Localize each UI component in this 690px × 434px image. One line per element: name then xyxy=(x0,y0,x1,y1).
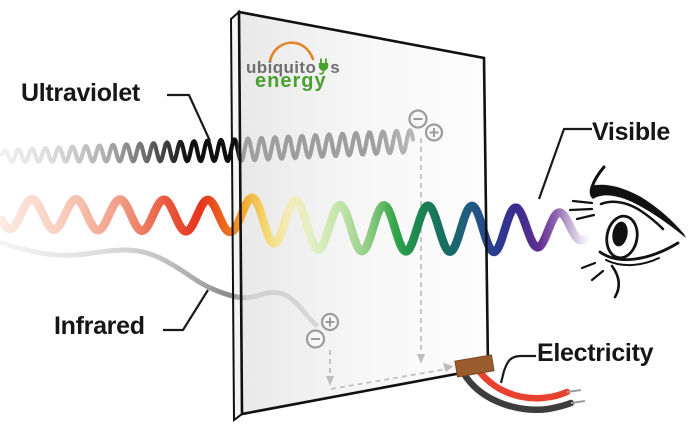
eye-lower-lid-inner xyxy=(605,257,660,266)
plus-charge-icon xyxy=(424,123,444,142)
eye-cheek-line xyxy=(610,264,621,299)
label-ultraviolet: Ultraviolet xyxy=(21,79,140,107)
eye-icon xyxy=(568,165,686,299)
minus-charge-icon xyxy=(305,329,326,349)
eye-lower-lid xyxy=(598,241,680,262)
visible-connector xyxy=(537,127,592,200)
label-visible: Visible xyxy=(592,118,671,146)
electricity-output xyxy=(454,354,586,413)
brand-name-energy: energy xyxy=(255,70,327,92)
ultraviolet-connector xyxy=(167,93,212,142)
brand-name-prefix: ubiquito xyxy=(246,58,317,77)
charge-symbols xyxy=(305,109,444,349)
eye-lower-lash xyxy=(580,261,597,270)
label-connectors xyxy=(163,93,592,384)
label-infrared: Infrared xyxy=(54,312,145,340)
red-wire xyxy=(473,364,571,402)
eye-lower-lash xyxy=(590,269,605,282)
brand-name: ubiquito s xyxy=(246,58,340,76)
electricity-connector xyxy=(499,354,536,384)
plus-charge-icon xyxy=(320,312,340,332)
flow-arrowhead-right-icon xyxy=(443,362,454,372)
panel-front-face xyxy=(239,12,488,414)
plug-icon xyxy=(319,58,329,75)
eye-upper-lid xyxy=(589,184,686,238)
electron-flow-lines xyxy=(329,138,445,390)
eye-pupil xyxy=(612,221,628,247)
red-wire-tip xyxy=(566,389,582,393)
eye-lash xyxy=(568,207,594,212)
flow-line-bottom xyxy=(330,368,445,390)
eye-lid-crease xyxy=(599,200,665,231)
minus-charge-icon xyxy=(408,109,428,129)
label-electricity: Electricity xyxy=(537,339,654,367)
flow-arrowhead-down-icon xyxy=(326,376,334,386)
black-wire xyxy=(459,368,575,413)
infrared-connector xyxy=(163,289,209,332)
ultraviolet-wave xyxy=(0,128,416,164)
eye-lash xyxy=(575,213,596,221)
logo-arc xyxy=(268,41,315,63)
eye-lid-flick xyxy=(590,165,606,189)
electrical-contact xyxy=(454,354,495,378)
black-wire-tip xyxy=(570,400,586,404)
brand-logo: ubiquito s energy xyxy=(246,58,340,91)
infrared-wave xyxy=(0,240,319,328)
flow-arrowhead-down-icon xyxy=(417,354,425,364)
brand-name-suffix: s xyxy=(330,58,341,77)
eye-lash xyxy=(571,199,594,205)
electron-flow-arrowheads xyxy=(326,354,454,386)
